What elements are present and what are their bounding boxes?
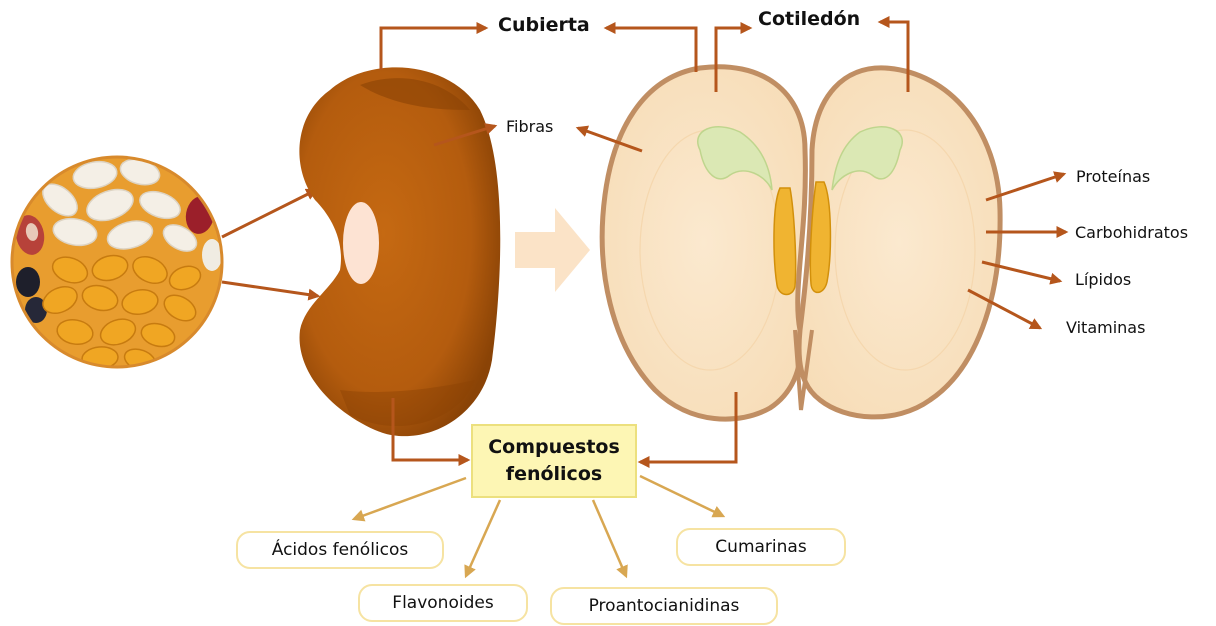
compuestos-fenolicos-box: Compuestos fenólicos xyxy=(471,424,637,498)
compound-proantocianidinas: Proantocianidinas xyxy=(550,587,778,625)
seed-cross-section xyxy=(602,67,1000,419)
compound-acidos-label: Ácidos fenólicos xyxy=(272,540,409,560)
transition-arrow xyxy=(515,208,590,292)
label-lipidos: Lípidos xyxy=(1075,270,1131,289)
label-vitaminas: Vitaminas xyxy=(1066,318,1145,337)
compound-cumarinas-label: Cumarinas xyxy=(715,537,806,557)
hub-line-2: fenólicos xyxy=(506,461,602,488)
label-cubierta: Cubierta xyxy=(498,14,590,36)
compound-cumarinas: Cumarinas xyxy=(676,528,846,566)
compound-acidos-fenolicos: Ácidos fenólicos xyxy=(236,531,444,569)
label-cotiledon: Cotiledón xyxy=(758,8,860,30)
hub-line-1: Compuestos xyxy=(488,434,620,461)
label-carbohidratos: Carbohidratos xyxy=(1075,223,1188,242)
photo-arrows xyxy=(222,190,318,296)
label-proteinas: Proteínas xyxy=(1076,167,1150,186)
compound-flavonoides-label: Flavonoides xyxy=(392,593,493,613)
beans-photo xyxy=(10,155,225,375)
compound-proantocianidinas-label: Proantocianidinas xyxy=(589,596,740,616)
bean-silhouette xyxy=(299,67,500,436)
label-fibras: Fibras xyxy=(506,117,553,136)
compound-flavonoides: Flavonoides xyxy=(358,584,528,622)
